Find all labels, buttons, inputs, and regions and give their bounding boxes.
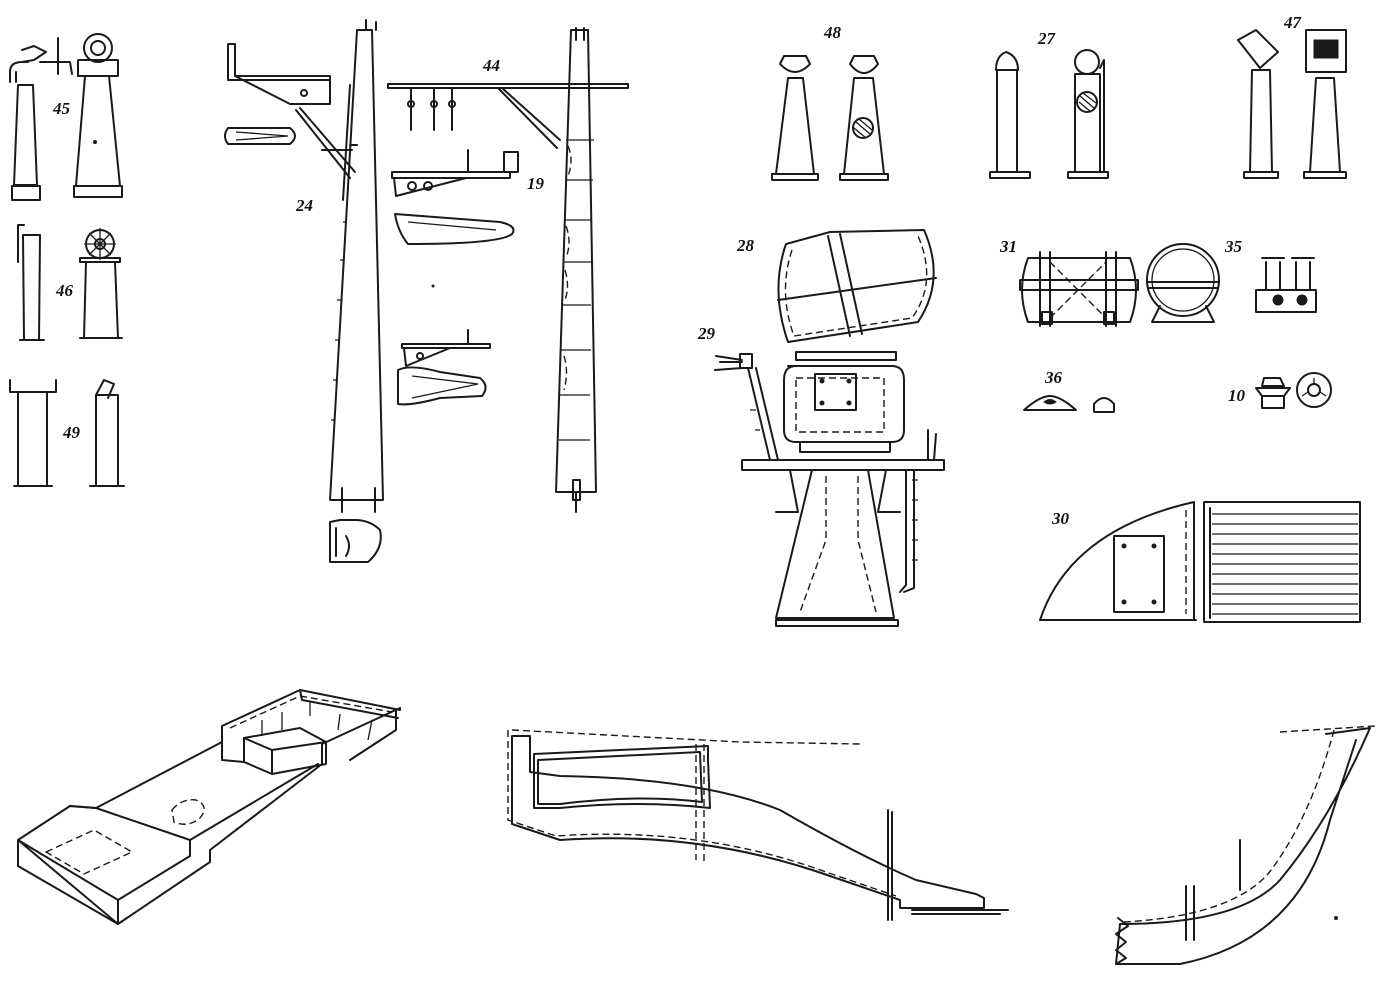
part-46-steering-stand (17, 224, 123, 341)
part-24-mast (224, 19, 384, 563)
part-36-fairlead (1023, 395, 1115, 413)
part-30-deckhouse-panel (1039, 501, 1361, 623)
part-35-bollard (1255, 257, 1317, 313)
label-28: 28 (737, 236, 754, 255)
speck (431, 284, 435, 288)
speck (1334, 916, 1338, 920)
hull-side-profile (507, 729, 1009, 921)
label-10: 10 (1228, 386, 1245, 405)
part-19-bracket (391, 149, 519, 406)
label-44: 44 (483, 56, 500, 75)
part-mast-front-view (555, 27, 597, 513)
part-27-lamp-post (989, 49, 1109, 179)
label-35: 35 (1225, 237, 1242, 256)
label-31: 31 (1000, 237, 1017, 256)
part-45-telegraph (9, 33, 123, 201)
label-45: 45 (53, 99, 70, 118)
part-29-pedestal (714, 351, 945, 627)
part-47-searchlight (1237, 29, 1347, 179)
label-49: 49 (63, 423, 80, 442)
part-49-ventilator-stand (9, 379, 125, 487)
label-48: 48 (824, 23, 841, 42)
label-30: 30 (1052, 509, 1069, 528)
label-19: 19 (527, 174, 544, 193)
label-24: 24 (296, 196, 313, 215)
part-31-raft-end-view (1146, 243, 1220, 323)
label-27: 27 (1038, 29, 1055, 48)
part-10-vent (1255, 372, 1332, 409)
label-29: 29 (698, 324, 715, 343)
label-46: 46 (56, 281, 73, 300)
label-36: 36 (1045, 368, 1062, 387)
hull-stern-frame (1115, 725, 1377, 965)
part-48-binnacle (771, 55, 889, 181)
part-31-life-raft (1019, 251, 1139, 327)
hull-deck-isometric (17, 689, 401, 925)
part-28-wheelhouse-cap (777, 229, 937, 343)
label-47: 47 (1284, 13, 1301, 32)
part-44-yard (387, 83, 629, 149)
